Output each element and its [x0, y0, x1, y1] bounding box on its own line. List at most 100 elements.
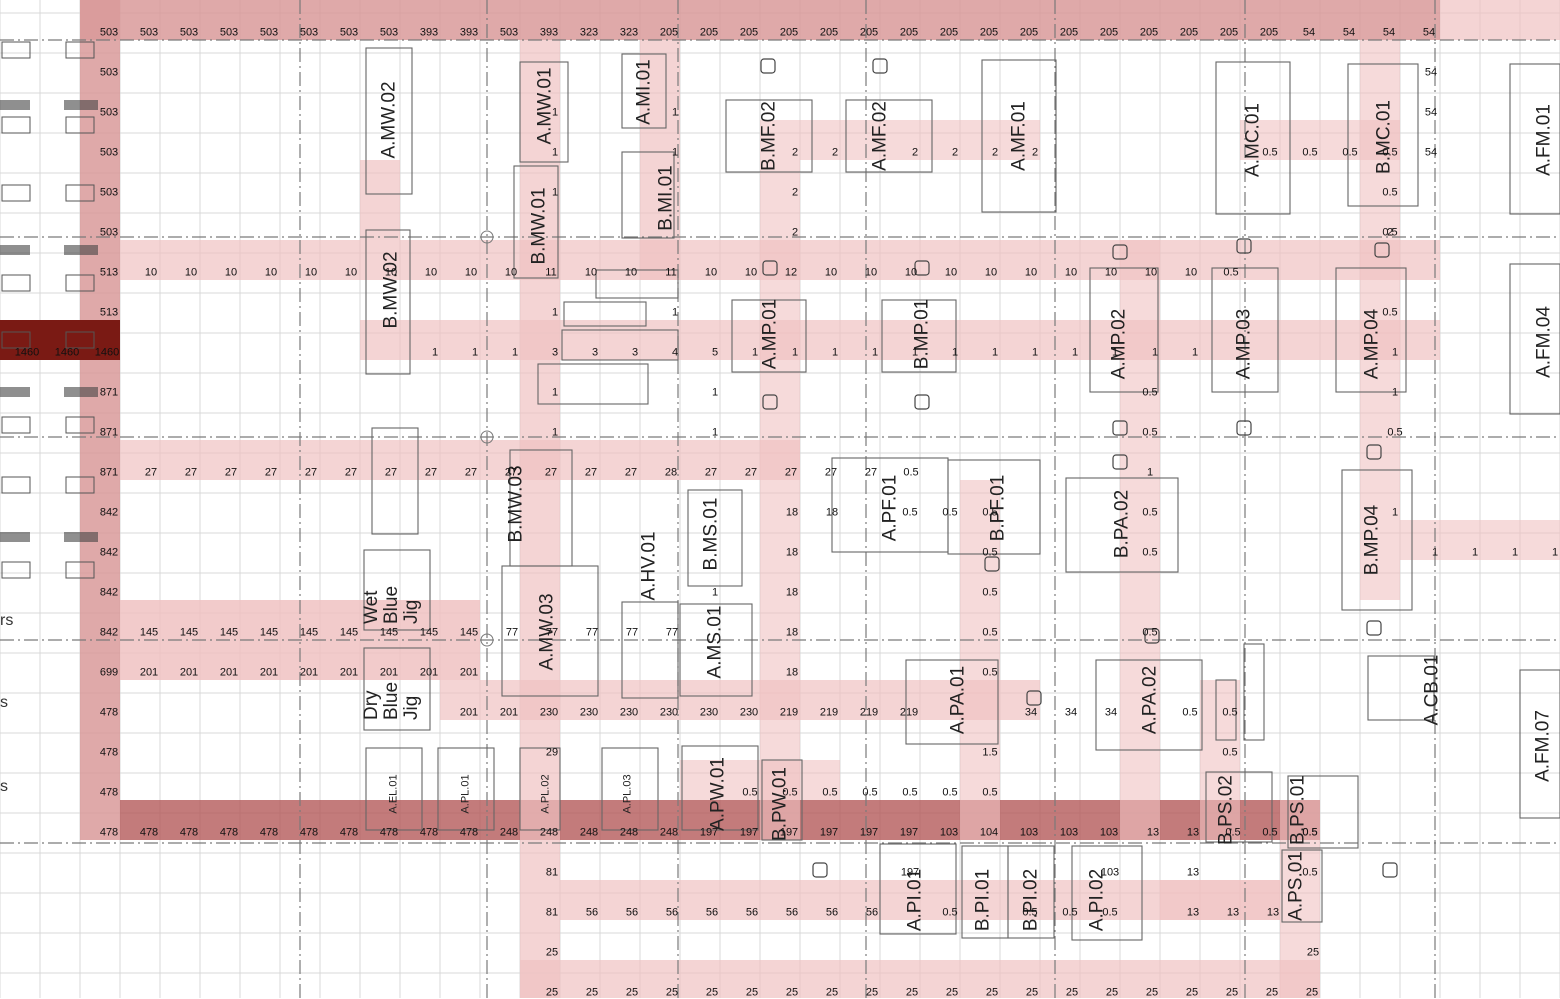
- flow-count-label: 0.5: [1387, 426, 1403, 439]
- flow-count-label: 0.5: [1302, 146, 1318, 159]
- operator-chair-icon: [1112, 244, 1128, 260]
- flow-count-label: 197: [819, 826, 839, 839]
- machine-outline: [679, 603, 753, 697]
- flow-count-label: 104: [979, 826, 999, 839]
- flow-count-label: 1: [1511, 546, 1519, 559]
- wall-equipment: [65, 41, 95, 59]
- machine-outline: [537, 363, 649, 405]
- machine-label-afm07: A.FM.07: [1532, 710, 1554, 782]
- wall-equipment: [65, 116, 95, 134]
- machine-label-apl03: A.PL.03: [621, 774, 634, 814]
- operator-chair-icon: [1374, 242, 1390, 258]
- flow-count-label: 1: [911, 346, 919, 359]
- machine-outline: [601, 747, 659, 831]
- flow-count-label: 201: [179, 666, 199, 679]
- flow-count-label: 10: [424, 266, 438, 279]
- flow-count-label: 248: [659, 826, 679, 839]
- machine-label-apf01: A.PF.01: [879, 474, 901, 542]
- heat-band: [760, 120, 800, 840]
- flow-count-label: 10: [184, 266, 198, 279]
- flow-count-label: 1: [711, 386, 719, 399]
- flow-count-label: 0.5: [982, 586, 998, 599]
- flow-count-label: 230: [659, 706, 679, 719]
- operator-chair-icon: [760, 58, 776, 74]
- flow-count-label: 503: [299, 26, 319, 39]
- flow-count-label: 25: [905, 986, 919, 999]
- flow-count-label: 27: [744, 466, 758, 479]
- flow-count-label: 145: [219, 626, 239, 639]
- flow-count-label: 205: [859, 26, 879, 39]
- flow-count-label: 478: [299, 826, 319, 839]
- flow-count-label: 201: [459, 706, 479, 719]
- flow-count-label: 27: [624, 466, 638, 479]
- flow-count-label: 56: [745, 906, 759, 919]
- machine-outline: [513, 165, 559, 279]
- flow-count-label: 145: [419, 626, 439, 639]
- flow-count-label: 77: [625, 626, 639, 639]
- wall-equipment: [1, 116, 31, 134]
- flow-count-label: 81: [545, 866, 559, 879]
- flow-count-label: 503: [99, 186, 119, 199]
- flow-count-label: 103: [1019, 826, 1039, 839]
- operator-chair-icon: [1366, 444, 1382, 460]
- machine-label-ael01: A.EL.01: [387, 774, 400, 814]
- flow-count-label: 503: [339, 26, 359, 39]
- flow-count-label: 10: [584, 266, 598, 279]
- flow-count-label: 25: [825, 986, 839, 999]
- wall-equipment: [65, 476, 95, 494]
- machine-outline: [1347, 63, 1419, 207]
- flow-count-label: 1.5: [982, 746, 998, 759]
- machine-label-amp02: A.MP.02: [1108, 308, 1130, 380]
- flow-count-label: 10: [504, 266, 518, 279]
- flow-count-label: 219: [779, 706, 799, 719]
- flow-count-label: 699: [99, 666, 119, 679]
- flow-count-label: 2: [791, 226, 799, 239]
- flow-count-label: 77: [505, 626, 519, 639]
- machine-outline: [761, 759, 803, 841]
- flow-count-label: 1: [551, 426, 559, 439]
- flow-count-label: 56: [825, 906, 839, 919]
- flow-count-label: 0.5: [942, 506, 958, 519]
- flow-count-label: 54: [1424, 66, 1438, 79]
- flow-count-label: 10: [744, 266, 758, 279]
- legend-fragment: s: [0, 778, 8, 795]
- flow-count-label: 1: [511, 346, 519, 359]
- operator-chair-icon: [1144, 628, 1160, 644]
- flow-count-label: 503: [179, 26, 199, 39]
- flow-count-label: 4: [671, 346, 679, 359]
- flow-count-label: 56: [665, 906, 679, 919]
- flow-count-label: 478: [99, 826, 119, 839]
- flow-count-label: 145: [339, 626, 359, 639]
- flow-count-label: 77: [545, 626, 559, 639]
- wall-equipment: [65, 184, 95, 202]
- machine-outline: [365, 229, 411, 375]
- machine-label-ami01: A.MI.01: [633, 59, 655, 125]
- wall-equipment-coil: [0, 245, 30, 255]
- flow-count-label: 0.5: [1062, 906, 1078, 919]
- flow-count-label: 248: [619, 826, 639, 839]
- flow-count-label: 0.5: [903, 466, 919, 479]
- flow-count-label: 871: [99, 426, 119, 439]
- flow-count-label: 0.5: [1222, 706, 1238, 719]
- machine-label-amc01: A.MC.01: [1242, 103, 1264, 177]
- flow-count-label: 478: [459, 826, 479, 839]
- flow-count-label: 0.5: [1142, 506, 1158, 519]
- flow-count-label: 18: [785, 586, 799, 599]
- machine-label-apa01: A.PA.01: [947, 665, 969, 735]
- flow-count-label: 25: [665, 986, 679, 999]
- flow-count-label: 25: [985, 986, 999, 999]
- machine-outline: [1211, 267, 1279, 393]
- flow-count-label: 201: [139, 666, 159, 679]
- flow-count-label: 478: [419, 826, 439, 839]
- heat-band: [1440, 0, 1560, 40]
- flow-count-label: 27: [864, 466, 878, 479]
- flow-count-label: 18: [825, 506, 839, 519]
- flow-count-label: 10: [264, 266, 278, 279]
- flow-count-label: 54: [1422, 26, 1436, 39]
- flow-count-label: 1460: [54, 346, 80, 359]
- flow-count-label: 77: [585, 626, 599, 639]
- wall-equipment: [1, 476, 31, 494]
- operator-chair-icon: [914, 394, 930, 410]
- machine-outline: [1205, 771, 1273, 843]
- flow-count-label: 18: [785, 506, 799, 519]
